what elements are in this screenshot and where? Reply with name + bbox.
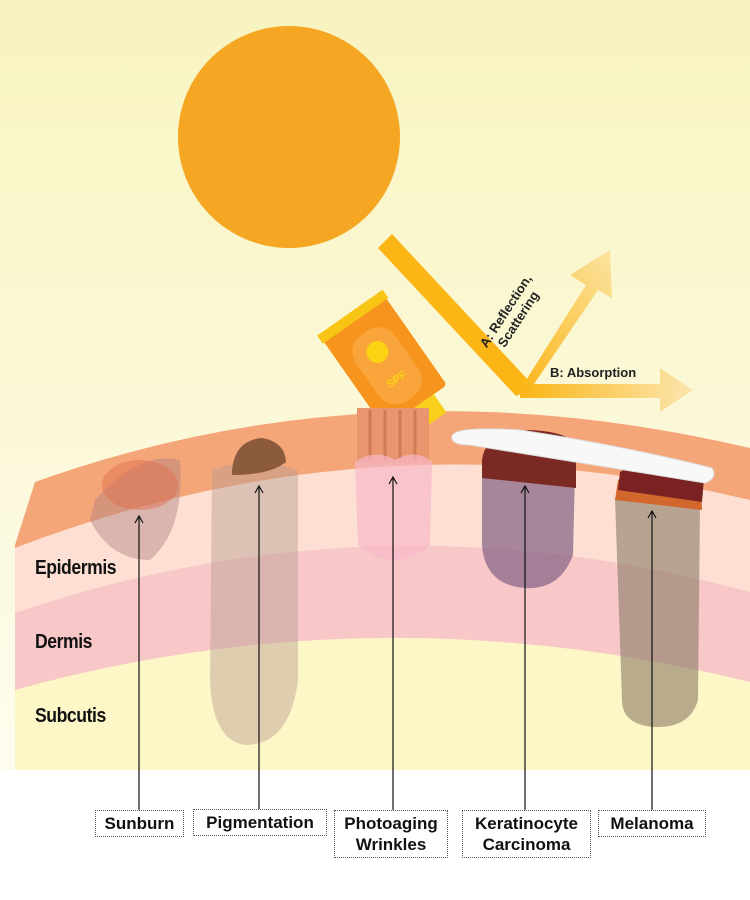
label-melanoma-text: Melanoma: [610, 814, 694, 833]
absorption-ray-arrow: [520, 368, 693, 412]
label-photoaging-line1: Photoaging: [344, 814, 438, 833]
reflection-ray-arrow: [516, 250, 612, 396]
label-keratinocyte-line2: Carcinoma: [482, 835, 571, 854]
label-photoaging: Photoaging Wrinkles: [334, 810, 448, 858]
skin-scale: [451, 428, 715, 484]
label-pigmentation: Pigmentation: [193, 809, 327, 836]
label-pigmentation-text: Pigmentation: [206, 813, 314, 832]
melanoma-lesion: [615, 498, 700, 728]
layer-label-epidermis: Epidermis: [35, 557, 117, 579]
keratinocyte-carcinoma-lesion: [482, 470, 575, 589]
subcutis-layer: [15, 637, 750, 770]
pigmentation-lesion: [210, 462, 298, 745]
pointer-lines: [134, 475, 657, 810]
sunburn-lesion: [90, 458, 181, 560]
sunscreen-tube-icon: SPF: [317, 289, 447, 438]
absorption-label: B: Absorption: [550, 365, 637, 380]
incoming-ray: [378, 234, 530, 396]
label-keratinocyte-carcinoma: Keratinocyte Carcinoma: [462, 810, 591, 858]
sun-icon: [178, 26, 400, 248]
label-sunburn: Sunburn: [95, 810, 184, 837]
label-keratinocyte-line1: Keratinocyte: [475, 814, 578, 833]
label-sunburn-text: Sunburn: [104, 814, 175, 833]
label-melanoma: Melanoma: [598, 810, 706, 837]
layer-label-subcutis: Subcutis: [35, 705, 106, 727]
label-photoaging-line2: Wrinkles: [355, 835, 427, 854]
layer-label-dermis: Dermis: [35, 631, 93, 653]
